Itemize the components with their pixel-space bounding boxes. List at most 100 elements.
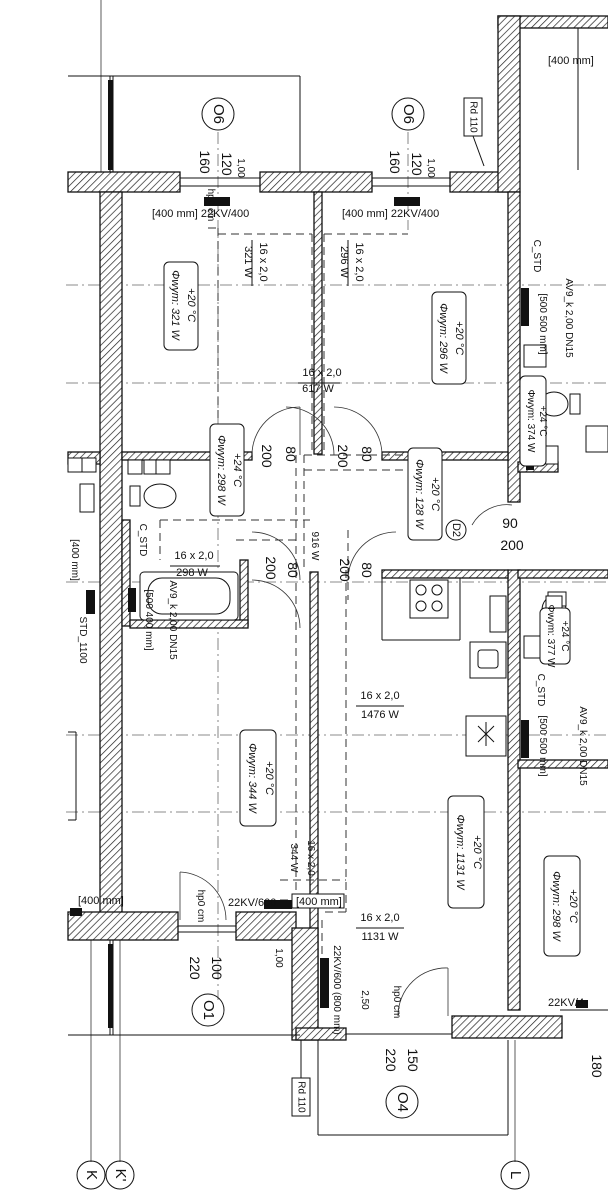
pipe2-size: 16 x 2,0 — [353, 242, 365, 281]
rad-tag-top-left: [400 mm] 22KV/400 — [152, 208, 249, 220]
rad-tag-right-top: C_STD — [531, 240, 542, 273]
win-br-b: 150 — [405, 1048, 421, 1072]
pipe8-load: 1131 W — [361, 931, 399, 943]
room4-temp: +20 °C — [429, 477, 441, 511]
room5-temp: +24 °C — [537, 406, 548, 437]
room9-temp: +20 °C — [567, 889, 579, 923]
rad-tag-right-top-c: [500 500 mm] — [537, 293, 548, 354]
hp-left: hp0 cm — [195, 890, 206, 923]
room1-load: Φwym: 321 W — [169, 270, 181, 341]
axis-k-prime: K' — [112, 1169, 129, 1182]
win-edge: 180 — [589, 1054, 605, 1078]
pipe7-load: 344 W — [288, 844, 299, 873]
win-tr-c: 1,00 — [425, 158, 436, 178]
radiators — [70, 80, 588, 1028]
rad-tag-bottom-mid: 22KV/600 (800 mm) — [331, 945, 342, 1035]
door3-a: 200 — [263, 556, 279, 580]
pipe6-size: 16 x 2,0 — [360, 690, 399, 702]
rad-tag-top-right: [400 mm] 22KV/400 — [342, 208, 439, 220]
pipe4-size: 16 x 2,0 — [174, 550, 213, 562]
hp-top: hp0 cm — [205, 189, 216, 222]
pipe8-size: 16 x 2,0 — [360, 912, 399, 924]
room1-temp: +20 °C — [185, 288, 197, 322]
pipe1-load: 321 W — [242, 246, 254, 278]
room8-temp: +24 °C — [559, 621, 570, 652]
door5-a: 90 — [502, 515, 518, 531]
rad-tag-right-bot-b: AV9_k 2,00 DN15 — [577, 706, 588, 786]
pipe6-load: 1476 W — [361, 709, 400, 721]
axis-o6-left: O6 — [210, 104, 227, 124]
rad-tag-left-bath-b: AV9_k 2,00 DN15 — [167, 580, 178, 660]
room5-load: Φwym: 374 W — [525, 390, 536, 454]
win-tl-c: 1,00 — [235, 158, 246, 178]
door1-a: 200 — [259, 444, 275, 468]
door-swings — [179, 406, 513, 1017]
axis-bubbles: O6 O6 O1 O4 K K' L — [76, 97, 530, 1190]
room6-temp: +20 °C — [263, 761, 275, 795]
rad-tag-top-right-box: [400 mm] — [548, 55, 594, 67]
window-marks: 160 120 1,00 160 120 1,00 220 100 1,00 2… — [187, 150, 605, 1078]
fixtures — [67, 344, 608, 757]
win-br-a: 220 — [383, 1048, 399, 1072]
door-marks: 200 80 200 80 200 80 200 80 90 200 D2 hp… — [195, 189, 524, 1019]
rad-tag-right-bot: C_STD — [535, 674, 546, 707]
rad-tag-bottom-right: 22KV/4 — [548, 997, 584, 1009]
door2-b: 80 — [359, 446, 375, 462]
rd-top: Rd 110 — [467, 101, 478, 133]
rad-tag-left-vertical: [400 mm] — [69, 539, 80, 581]
axis-o4: O4 — [394, 1092, 411, 1112]
room-boxes — [163, 261, 581, 957]
win-br-c: 2,50 — [359, 990, 370, 1010]
pipe3-size: 16 x 2,0 — [302, 367, 341, 379]
room7-temp: +20 °C — [471, 835, 483, 869]
pipe-runs — [159, 227, 416, 1010]
win-bl-a: 220 — [187, 956, 203, 980]
rad-tag-left-bath: C_STD — [137, 524, 148, 557]
door4-b: 80 — [359, 562, 375, 578]
room2-temp: +20 °C — [453, 321, 465, 355]
room6-load: Φwym: 344 W — [246, 743, 258, 814]
door-tag-d2: D2 — [450, 523, 462, 537]
pipe2-load: 296 W — [338, 246, 350, 278]
rad-tag-right-bot-c: [500 500 mm] — [537, 715, 548, 776]
win-tr-b: 120 — [409, 152, 425, 176]
radiator-tags: [400 mm] 22KV/400 [400 mm] 22KV/400 [400… — [69, 55, 594, 1117]
axis-l: L — [507, 1171, 524, 1179]
pipe5-load: 916 W — [309, 532, 320, 561]
axis-k: K — [83, 1170, 100, 1180]
door1-b: 80 — [283, 446, 299, 462]
pipe7-size: 16 x 2,0 — [305, 840, 316, 876]
win-bl-c: 1,00 — [273, 948, 284, 968]
pipe1-size: 16 x 2,0 — [257, 242, 269, 281]
rad-tag-bottom-left: 22KV/600 — [228, 897, 276, 909]
win-tl-b: 120 — [219, 152, 235, 176]
room3-temp: +24 °C — [231, 453, 243, 487]
door2-a: 200 — [335, 444, 351, 468]
rad-tag-left-bath-c: [500 400 mm] — [143, 589, 154, 650]
rad-tag-left-vertical-b: STD_1100 — [77, 616, 88, 664]
pipe-labels: 16 x 2,0 321 W 16 x 2,0 296 W 16 x 2,0 6… — [174, 242, 399, 943]
room7-load: Φwym: 1131 W — [454, 814, 466, 891]
room3-load: Φwym: 298 W — [215, 435, 227, 506]
room2-load: Φwym: 296 W — [437, 303, 449, 374]
win-tr-a: 160 — [387, 150, 403, 174]
door3-b: 80 — [285, 562, 301, 578]
win-tl-a: 160 — [197, 150, 213, 174]
door5-b: 200 — [500, 537, 524, 553]
rad-tag-bottom-left-edge: [400 mm] — [78, 895, 124, 907]
pipe3-load: 617 W — [302, 383, 334, 395]
room8-load: Φwym: 377 W — [545, 605, 556, 669]
win-bl-b: 100 — [209, 956, 225, 980]
walls — [67, 15, 608, 1041]
room9-load: Φwym: 298 W — [550, 871, 562, 942]
axis-o6-right: O6 — [400, 104, 417, 124]
room4-load: Φwym: 128 W — [413, 459, 425, 530]
axis-o1: O1 — [200, 1000, 217, 1020]
rd-bottom: Rd 110 — [295, 1081, 306, 1113]
rad-tag-bottom-left-box: [400 mm] — [296, 896, 342, 908]
rad-tag-right-top-b: AV9_k 2,00 DN15 — [563, 278, 574, 358]
door4-a: 200 — [337, 558, 353, 582]
room-labels: Φwym: 321 W +20 °C Φwym: 296 W +20 °C Φw… — [169, 270, 579, 942]
hp-right: hp0 cm — [391, 986, 402, 1019]
